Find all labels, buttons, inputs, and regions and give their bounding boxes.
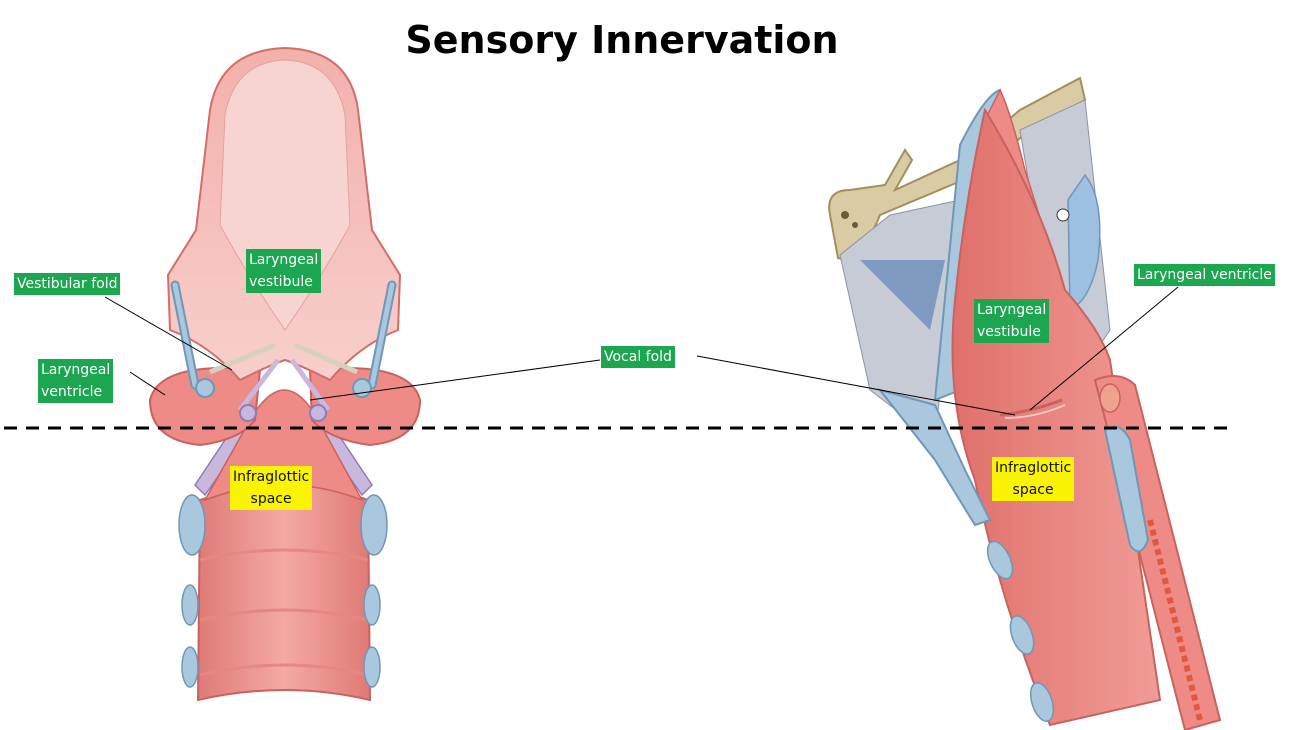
- tracheal-ring: [360, 494, 388, 556]
- tracheal-ring: [986, 540, 1014, 580]
- label-laryngeal-ventricle-right: Laryngeal ventricle: [1134, 264, 1275, 286]
- tracheal-ring: [181, 584, 199, 626]
- ventricle-right-wing: [308, 367, 422, 447]
- label-laryngeal-vestibule-right: Laryngeal vestibule: [974, 299, 1050, 343]
- tracheal-ring: [178, 494, 206, 556]
- leader-laryngeal-ventricle-left: [129, 371, 166, 396]
- page-title: Sensory Innervation: [405, 18, 839, 62]
- leader-vocal-fold-left: [309, 359, 601, 401]
- sagittal-section: [828, 76, 1222, 730]
- tracheal-ring: [181, 646, 199, 688]
- vocal-ligament-left: [239, 404, 257, 422]
- trachea-coronal: [196, 484, 372, 702]
- thyroid-cartilage: [877, 388, 992, 527]
- label-vestibular-fold: Vestibular fold: [14, 273, 121, 295]
- label-vocal-fold: Vocal fold: [601, 346, 675, 368]
- label-laryngeal-vestibule-left: Laryngeal vestibule: [246, 249, 322, 293]
- label-infraglottic-space-left: Infraglottic space: [230, 466, 313, 510]
- label-infraglottic-space-right: Infraglottic space: [992, 457, 1075, 501]
- tracheal-ring: [1009, 615, 1035, 655]
- leader-vocal-fold-right: [696, 355, 1016, 416]
- label-laryngeal-ventricle-left: Laryngeal ventricle: [38, 359, 114, 403]
- vocal-ligament-right: [309, 404, 327, 422]
- tracheal-ring: [363, 646, 381, 688]
- leader-lines: [104, 286, 1179, 416]
- leader-laryngeal-ventricle-right: [1029, 286, 1179, 411]
- coronal-section: [148, 46, 422, 702]
- tracheal-ring: [363, 584, 381, 626]
- tracheal-ring: [1029, 681, 1055, 723]
- leader-vestibular-fold: [104, 296, 233, 371]
